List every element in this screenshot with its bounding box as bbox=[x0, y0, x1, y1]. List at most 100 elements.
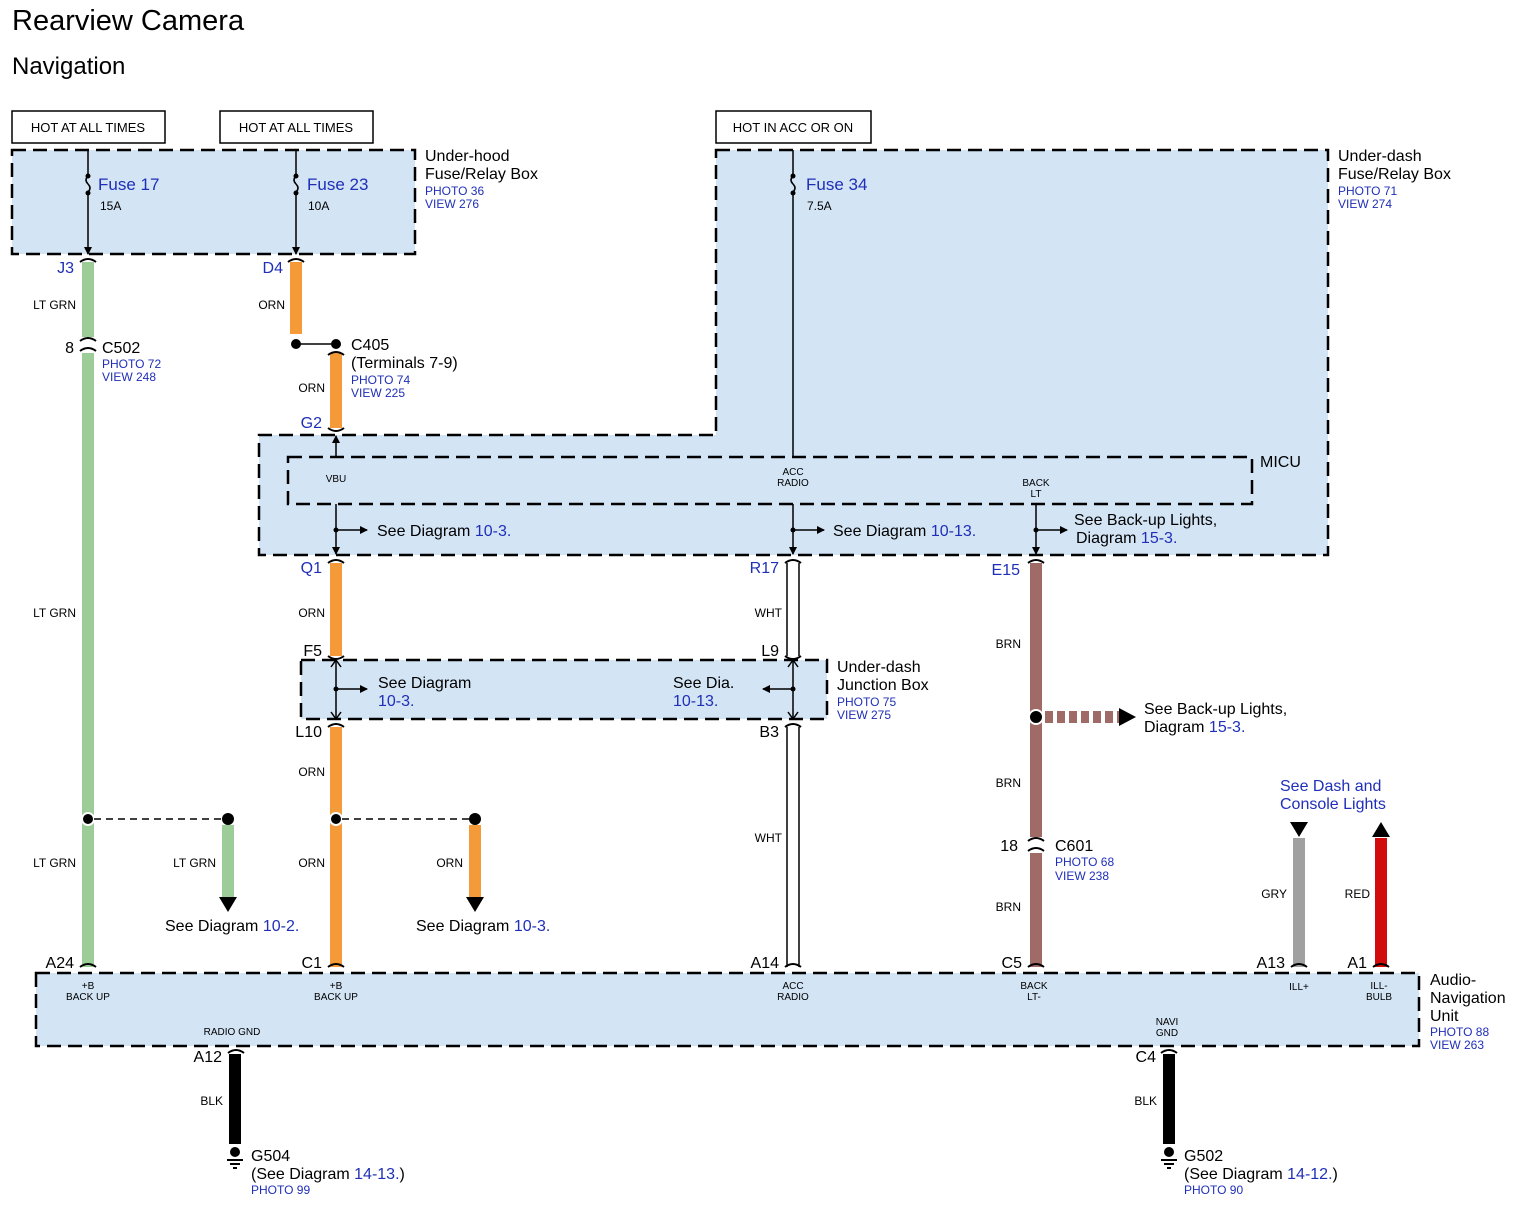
q1-connector bbox=[327, 559, 345, 564]
wire-brn bbox=[1030, 563, 1042, 967]
c1-connector bbox=[327, 963, 345, 968]
hot-label-box-1 bbox=[11, 110, 166, 144]
c405-name: C405 bbox=[351, 337, 389, 354]
g504-photo: PHOTO 99 bbox=[251, 1183, 310, 1197]
audio-b-backup-2a: +B bbox=[330, 981, 343, 992]
branch-dot-lt-grn bbox=[222, 813, 234, 825]
micu-acc-2: RADIO bbox=[777, 478, 809, 489]
pin-e15: E15 bbox=[992, 562, 1021, 579]
junction-name-1: Under-dash bbox=[837, 659, 921, 676]
wire-label-orn-5: ORN bbox=[298, 856, 325, 870]
f5-connector bbox=[327, 655, 345, 660]
b3-connector bbox=[784, 723, 802, 728]
c601-photo: PHOTO 68 bbox=[1055, 855, 1114, 869]
underhood-name-1: Under-hood bbox=[425, 148, 510, 165]
micu-name: MICU bbox=[1260, 454, 1301, 471]
wire-gry bbox=[1293, 838, 1305, 967]
see-dash-lights-2: Console Lights bbox=[1280, 796, 1386, 813]
junction-see-dia: See Dia. bbox=[673, 675, 734, 692]
arrow-down-orn bbox=[466, 897, 484, 912]
fuse-17-amps: 15A bbox=[100, 199, 121, 213]
wire-label-blk-2: BLK bbox=[1134, 1094, 1157, 1108]
pin-c1: C1 bbox=[302, 955, 323, 972]
wire-orn-c405-g2 bbox=[330, 353, 342, 428]
r17-connector bbox=[784, 559, 802, 564]
junction-name-2: Junction Box bbox=[837, 677, 929, 694]
junction-see-10-3: 10-3. bbox=[378, 693, 414, 710]
c502-view: VIEW 248 bbox=[102, 370, 156, 384]
c601-name: C601 bbox=[1055, 838, 1093, 855]
wire-label-brn-1: BRN bbox=[996, 637, 1021, 651]
a13-connector bbox=[1290, 963, 1308, 968]
audio-b-backup-1a: +B bbox=[82, 981, 95, 992]
c405-photo: PHOTO 74 bbox=[351, 373, 410, 387]
see-backup-lights-2: Diagram 15-3. bbox=[1144, 719, 1245, 736]
c601-view: VIEW 238 bbox=[1055, 869, 1109, 883]
pin-c5: C5 bbox=[1002, 955, 1023, 972]
pin-a13: A13 bbox=[1257, 955, 1286, 972]
fuse-23-name: Fuse 23 bbox=[307, 175, 368, 194]
c405-terms: (Terminals 7-9) bbox=[351, 355, 458, 372]
arrow-up-red bbox=[1372, 822, 1390, 837]
hot-label-1: HOT AT ALL TIMES bbox=[31, 120, 145, 135]
see-dash-lights-1: See Dash and bbox=[1280, 778, 1381, 795]
d4-connector bbox=[287, 258, 305, 263]
junction-box bbox=[299, 658, 829, 721]
wire-label-orn-2: ORN bbox=[298, 381, 325, 395]
g502-photo: PHOTO 90 bbox=[1184, 1183, 1243, 1197]
c405-connector bbox=[291, 339, 341, 349]
g504-name: G504 bbox=[251, 1148, 290, 1165]
wire-label-orn-4: ORN bbox=[298, 765, 325, 779]
hot-label-box-2 bbox=[219, 110, 374, 144]
audio-navigation-unit bbox=[34, 971, 1421, 1048]
see-backup-lights-1: See Back-up Lights, bbox=[1144, 701, 1287, 718]
arrow-down-gry bbox=[1290, 822, 1308, 837]
junction-see-diagram: See Diagram bbox=[378, 675, 471, 692]
see-diagram-10-2: See Diagram 10-2. bbox=[165, 918, 299, 935]
wire-label-lt-grn-branch: LT GRN bbox=[173, 856, 216, 870]
wire-orn-branch bbox=[469, 825, 481, 897]
j3-connector bbox=[79, 258, 97, 263]
underdash-name-2: Fuse/Relay Box bbox=[1338, 166, 1451, 183]
wire-label-red: RED bbox=[1345, 887, 1371, 901]
hot-label-3: HOT IN ACC OR ON bbox=[733, 120, 853, 135]
audio-b-backup-1b: BACK UP bbox=[66, 992, 110, 1003]
audio-radio-gnd: RADIO GND bbox=[204, 1027, 261, 1038]
underhood-name-2: Fuse/Relay Box bbox=[425, 166, 538, 183]
c502-pin: 8 bbox=[65, 340, 74, 357]
see-backup-lights-micu-1: See Back-up Lights, bbox=[1074, 512, 1217, 529]
wire-label-brn-3: BRN bbox=[996, 900, 1021, 914]
splice-lt-grn bbox=[81, 812, 95, 826]
audio-acc-2: RADIO bbox=[777, 992, 809, 1003]
see-diagram-10-13-micu: See Diagram 10-13. bbox=[833, 523, 976, 540]
micu-acc-1: ACC bbox=[782, 467, 803, 478]
wire-blk-g502 bbox=[1163, 1054, 1175, 1144]
wire-orn-q1-f5 bbox=[330, 563, 342, 656]
pin-f5: F5 bbox=[303, 643, 322, 660]
hot-label-2: HOT AT ALL TIMES bbox=[239, 120, 353, 135]
micu-e15-node bbox=[1033, 527, 1039, 533]
page-title: Rearview Camera bbox=[12, 5, 245, 37]
pin-a1: A1 bbox=[1347, 955, 1367, 972]
arrow-right-brn bbox=[1119, 708, 1136, 726]
wire-orn-d4 bbox=[290, 262, 302, 334]
audio-ill-bulb-1: ILL- bbox=[1370, 981, 1387, 992]
splice-orn bbox=[329, 812, 343, 826]
wire-label-brn-2: BRN bbox=[996, 776, 1021, 790]
c502-connector bbox=[79, 337, 97, 353]
fuse-17-name: Fuse 17 bbox=[98, 175, 159, 194]
wire-label-lt-grn-2: LT GRN bbox=[33, 606, 76, 620]
pin-r17: R17 bbox=[750, 560, 779, 577]
junction-arrows-right bbox=[787, 658, 799, 721]
audio-b-backup-2b: BACK UP bbox=[314, 992, 358, 1003]
underdash-view: VIEW 274 bbox=[1338, 197, 1392, 211]
e15-connector bbox=[1027, 559, 1045, 564]
see-diagram-10-3-branch: See Diagram 10-3. bbox=[416, 918, 550, 935]
pin-d4: D4 bbox=[263, 260, 284, 277]
a12-connector bbox=[227, 1049, 245, 1054]
underdash-name-1: Under-dash bbox=[1338, 148, 1422, 165]
underdash-photo: PHOTO 71 bbox=[1338, 184, 1397, 198]
fuse-34: Fuse 34 7.5A bbox=[790, 150, 867, 457]
c405-receptacle bbox=[327, 351, 345, 356]
